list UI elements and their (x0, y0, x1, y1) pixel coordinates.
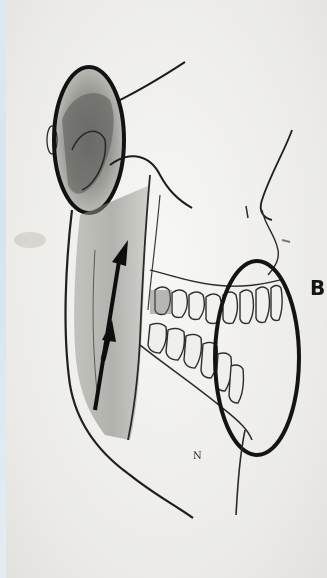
label-b: B (310, 278, 325, 298)
nose-profile (261, 130, 292, 220)
upper-molar-shadow (150, 290, 172, 314)
nostril-mark (246, 206, 248, 218)
skull-line (120, 62, 185, 100)
lower-teeth (148, 323, 243, 403)
smudge (14, 232, 46, 248)
label-n: N (193, 452, 202, 462)
maxilla-line (150, 270, 280, 286)
lip-mark (282, 240, 290, 242)
